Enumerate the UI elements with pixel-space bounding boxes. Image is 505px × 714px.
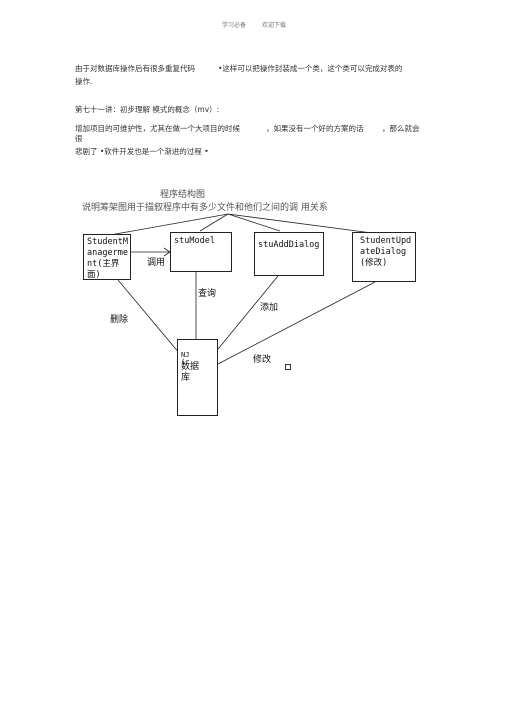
marker-square [285, 364, 291, 370]
fan-line-management [109, 213, 229, 236]
header-right: 欢迎下载 [262, 22, 287, 29]
stu-model-box [170, 232, 232, 272]
add-line [213, 275, 279, 355]
query-label: 查询 [198, 289, 217, 299]
lecture-line-2: 悲剧了 •软件开发也是一个渐进的过程 • [75, 147, 209, 156]
intro-line-2: 操作. [75, 77, 93, 86]
fan-line-model [199, 213, 229, 232]
stu-add-dialog-box [254, 232, 324, 276]
delete-label: 删除 [110, 315, 129, 325]
add-label: 添加 [260, 303, 279, 313]
header-left: 学习必备 [222, 22, 247, 29]
modify-line [217, 281, 376, 365]
stu-model-label: stuModel [174, 236, 215, 246]
database-box [177, 339, 218, 416]
student-management-label: StudentM anagerme nt(主界 面) [87, 237, 128, 280]
fan-line-add [227, 213, 281, 232]
lecture-line-1b: ，如果没有一个好的方案的话 [266, 124, 364, 133]
stu-add-dialog-label: stuAddDialog [258, 240, 320, 250]
student-management-box [83, 234, 131, 280]
lecture-line-1a: 增加项目的可维护性，尤其在做一个大项目的时候 [75, 124, 240, 133]
delete-line [117, 279, 181, 355]
figure-title: 程序结构图 [160, 190, 206, 200]
student-update-dialog-box [352, 232, 416, 282]
lecture-line-1c: ，那么就会 [382, 124, 420, 133]
intro-line-1a: 由于对数据库操作后有很多重复代码 [75, 64, 195, 73]
modify-label: 修改 [253, 355, 272, 365]
lecture-title: 第七十一讲：初步理解 模式的概念（mv）: [75, 105, 220, 114]
database-label: 数据 库 [181, 362, 200, 383]
intro-line-1b: •这样可以把操作封装成一个类，这个类可以完成对表的 [218, 64, 403, 73]
call-label: 调用 [147, 258, 166, 268]
lecture-line-1d: 很 [75, 134, 83, 143]
student-update-dialog-label: StudentUpd ateDialog (修改) [360, 236, 412, 268]
database-overlay-glyphs: NJ (r [181, 351, 190, 366]
fan-line-update [227, 213, 373, 234]
figure-subtitle: 说明筹架图用于描叙程序中有多少文件和他们之间的调 用关系 [82, 203, 328, 213]
